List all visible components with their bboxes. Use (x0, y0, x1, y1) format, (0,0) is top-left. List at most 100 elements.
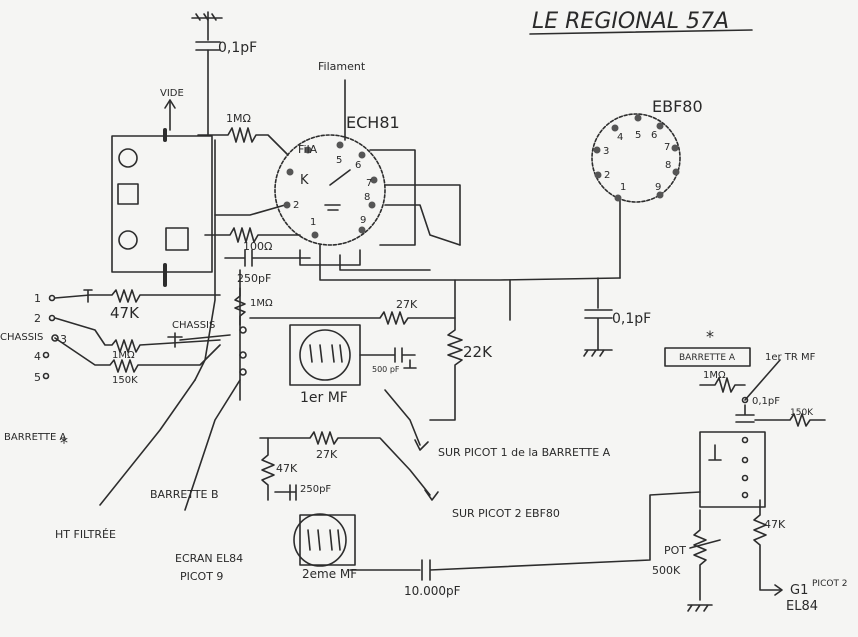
rb-pt4 (741, 474, 749, 482)
ebf-pin-7 (671, 144, 679, 152)
ech-num-9: 9 (360, 215, 366, 226)
pin-3 (51, 334, 59, 342)
label-barrette-a-right: BARRETTE A (679, 353, 736, 363)
c-500 (359, 347, 416, 363)
board-square (117, 183, 139, 205)
ebf-num-9: 9 (655, 182, 661, 193)
ech-pin-4 (304, 146, 312, 154)
ech-pin-8 (368, 201, 376, 209)
wire-ech-9 (384, 204, 461, 246)
r-1meg-right (699, 377, 746, 393)
ech-pin-9 (358, 226, 366, 234)
top-ground (191, 13, 223, 21)
wire-ech-8 (384, 184, 461, 246)
ebf-pin-5 (634, 114, 642, 122)
ecran-line (184, 379, 241, 511)
title-underline (529, 29, 753, 35)
cap-mid-ground (583, 349, 613, 357)
label-pot: POT (664, 544, 686, 557)
wire-ech-pin2 (214, 204, 286, 216)
label-sur-picot1: SUR PICOT 1 de la BARRETTE A (438, 446, 611, 459)
r-150k-left (54, 337, 221, 373)
rb-pt5 (741, 491, 749, 499)
c-250-top (224, 249, 311, 267)
ebf-num-5: 5 (635, 130, 641, 141)
ech-pin-3 (286, 168, 294, 176)
c-500-ground (403, 359, 417, 369)
ebf-pin-6 (656, 122, 664, 130)
ebf-num-2: 2 (604, 170, 610, 181)
vide-arrowhead (164, 99, 176, 109)
label-r-1meg-right: 1MΩ (703, 370, 726, 381)
barrette-b-pt2 (239, 351, 247, 359)
rb-pt2 (741, 436, 749, 444)
ebf-num-7: 7 (664, 142, 670, 153)
pin-label-2: 2 (34, 312, 41, 325)
mf1-can (299, 329, 351, 381)
chassis-mid-wire (179, 334, 231, 341)
c-10000 (349, 491, 701, 581)
r-150k-right (754, 413, 826, 427)
label-mf1: 1er MF (300, 390, 348, 406)
barrette-a-box (664, 347, 751, 367)
label-el84: EL84 (786, 599, 818, 614)
ech81-shield (329, 169, 351, 186)
label-r-1meg-top: 1MΩ (226, 112, 251, 125)
label-r-1meg-b: 1MΩ (250, 298, 273, 309)
wire-ech-right (369, 149, 416, 246)
ebf-num-1: 1 (620, 182, 626, 193)
r-100 (204, 227, 301, 243)
label-r-47k-mid: 47K (276, 462, 298, 475)
label-ht-filtree: HT FILTRÉE (55, 528, 116, 541)
r-47k (54, 289, 221, 303)
ebf-num-8: 8 (665, 160, 671, 171)
board-hole-1 (118, 148, 138, 168)
label-c-500: 500 pF (372, 365, 400, 374)
label-vide: VIDE (160, 88, 184, 99)
label-barrette-b: BARRETTE B (150, 488, 219, 501)
ech-num-5: 5 (336, 155, 342, 166)
ech-pin-7 (370, 176, 378, 184)
label-r-22k: 22K (463, 343, 493, 361)
r-47k-mid (261, 437, 275, 501)
tr-mf-arrow (744, 359, 781, 401)
mf1-coils (309, 344, 343, 363)
ground-47k (83, 289, 93, 303)
label-fila: FilA (298, 143, 318, 156)
label-r-27k-top: 27K (396, 298, 418, 311)
label-r-100: 100Ω (243, 240, 272, 253)
pin-label-3: 3 (60, 333, 67, 346)
arrow-g1 (774, 584, 783, 596)
r-1meg-b (234, 287, 246, 326)
label-sur-picot2: SUR PICOT 2 EBF80 (452, 507, 560, 520)
c-01-right (735, 404, 755, 423)
ht-line (99, 379, 196, 506)
label-star-left: * (60, 433, 68, 452)
ebf-pin-3 (593, 146, 601, 154)
pin-2 (48, 314, 56, 322)
label-barrette-a-left: BARRETTE A (4, 432, 66, 443)
rb-ground (708, 444, 722, 461)
label-k: K (300, 173, 309, 188)
pot-ground (687, 604, 713, 612)
label-g1: G1 (790, 583, 808, 598)
chassis-mid-ground (167, 332, 183, 348)
cap-mid (584, 277, 613, 351)
mf2-can (293, 513, 347, 567)
r-27k-top (249, 311, 456, 325)
pot (693, 509, 707, 601)
rb-pt3 (741, 456, 749, 464)
ebf-pin-8 (672, 168, 680, 176)
label-filament: Filament (318, 60, 366, 73)
arrow-picot1 (414, 439, 429, 451)
board-hole-2 (118, 230, 138, 250)
arrow-picot2 (424, 489, 439, 501)
ech81-ground (324, 204, 341, 211)
r-47k-right (753, 499, 781, 591)
ech-num-6: 6 (355, 160, 361, 171)
label-ebf80: EBF80 (652, 97, 703, 116)
ebf-pin-2 (594, 171, 602, 179)
mf2-coils (307, 529, 341, 551)
wire-bus (319, 244, 621, 281)
